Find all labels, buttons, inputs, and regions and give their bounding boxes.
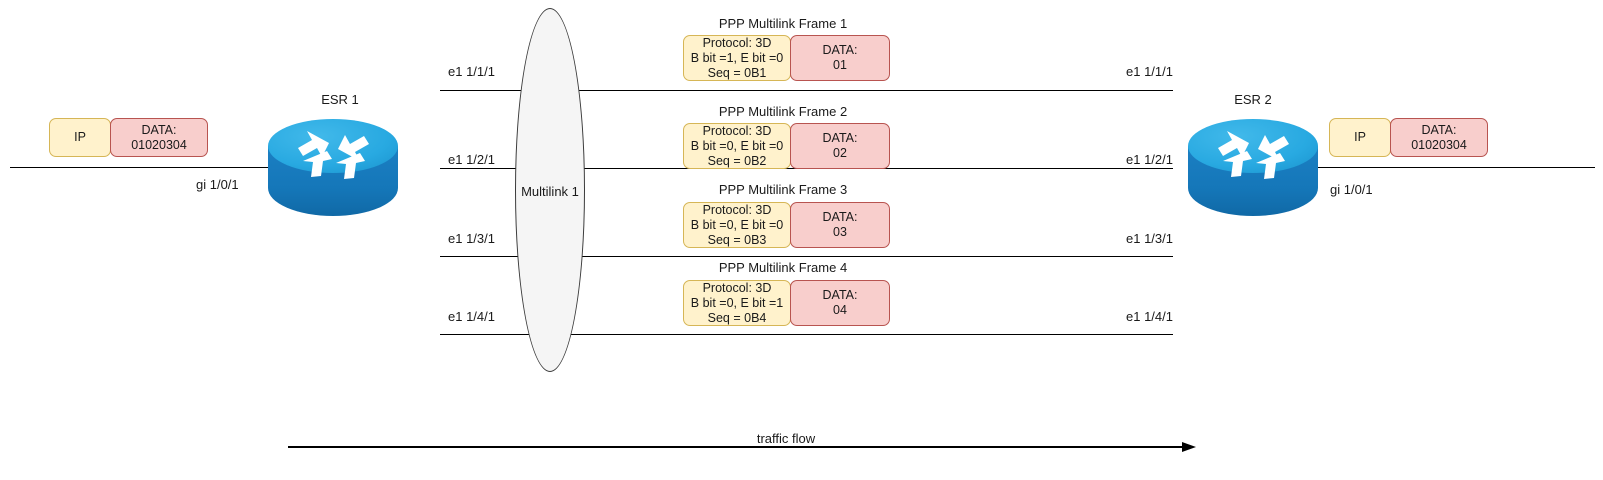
- frame-title-1: PPP Multilink Frame 1: [718, 16, 848, 31]
- multilink-bundle-label: Multilink 1: [521, 184, 579, 199]
- traffic-flow-arrow: [288, 440, 1198, 454]
- left-link-port-label-4: e1 1/4/1: [448, 309, 495, 324]
- frame-data-3: DATA: 03: [790, 202, 890, 248]
- right-packet-data: DATA: 01020304: [1390, 118, 1488, 157]
- right-link-port-label-4: e1 1/4/1: [1126, 309, 1173, 324]
- frame-header-2: Protocol: 3D B bit =0, E bit =0 Seq = 0B…: [683, 123, 791, 169]
- frame-title-4: PPP Multilink Frame 4: [718, 260, 848, 275]
- trunk-link-line-4: [440, 334, 1173, 335]
- left-packet-header: IP: [49, 118, 111, 157]
- frame-data-1: DATA: 01: [790, 35, 890, 81]
- router-icon-esr-1[interactable]: [266, 118, 400, 216]
- right-access-link-line: [1318, 167, 1595, 168]
- frame-header-4: Protocol: 3D B bit =0, E bit =1 Seq = 0B…: [683, 280, 791, 326]
- right-link-port-label-2: e1 1/2/1: [1126, 152, 1173, 167]
- frame-title-2: PPP Multilink Frame 2: [718, 104, 848, 119]
- left-router-label: ESR 1: [321, 92, 359, 107]
- right-packet-header: IP: [1329, 118, 1391, 157]
- right-router-label: ESR 2: [1234, 92, 1272, 107]
- multilink-bundle-ellipse: [515, 8, 585, 372]
- traffic-flow-label: traffic flow: [756, 431, 816, 446]
- left-packet-data: DATA: 01020304: [110, 118, 208, 157]
- left-access-port-label: gi 1/0/1: [196, 177, 239, 192]
- right-link-port-label-1: e1 1/1/1: [1126, 64, 1173, 79]
- left-link-port-label-2: e1 1/2/1: [448, 152, 495, 167]
- frame-data-2: DATA: 02: [790, 123, 890, 169]
- frame-header-1: Protocol: 3D B bit =1, E bit =0 Seq = 0B…: [683, 35, 791, 81]
- left-link-port-label-1: e1 1/1/1: [448, 64, 495, 79]
- router-icon-esr-2[interactable]: [1186, 118, 1320, 216]
- left-link-port-label-3: e1 1/3/1: [448, 231, 495, 246]
- frame-data-4: DATA: 04: [790, 280, 890, 326]
- frame-header-3: Protocol: 3D B bit =0, E bit =0 Seq = 0B…: [683, 202, 791, 248]
- frame-title-3: PPP Multilink Frame 3: [718, 182, 848, 197]
- trunk-link-line-3: [440, 256, 1173, 257]
- left-access-link-line: [10, 167, 274, 168]
- right-link-port-label-3: e1 1/3/1: [1126, 231, 1173, 246]
- trunk-link-line-1: [440, 90, 1173, 91]
- right-access-port-label: gi 1/0/1: [1330, 182, 1373, 197]
